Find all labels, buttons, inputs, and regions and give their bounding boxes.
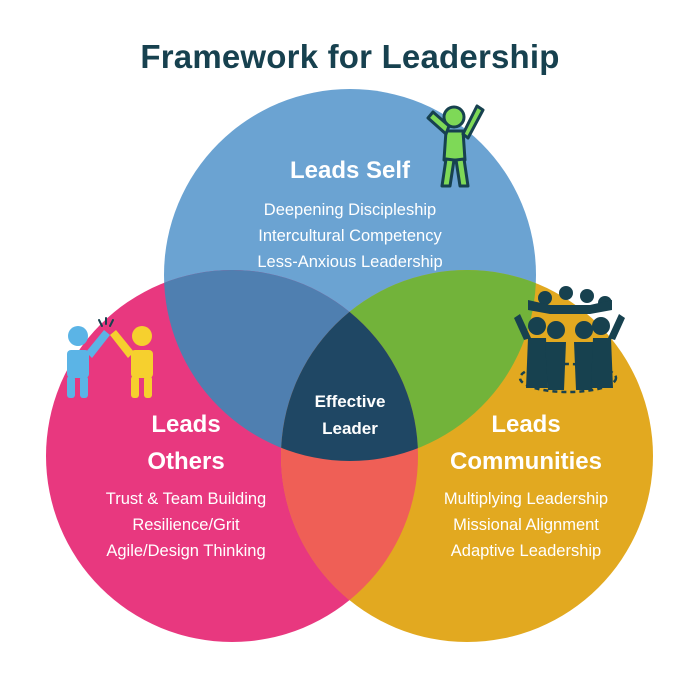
cheering-person-icon: [426, 104, 485, 188]
leads-self-heading: Leads Self: [289, 157, 411, 184]
leads-others-heading-line1: Leads: [151, 411, 221, 438]
list-item: Resilience/Grit: [132, 516, 240, 534]
center-overlap: [281, 270, 418, 461]
list-item: Deepening Discipleship: [263, 201, 437, 219]
leads-self-label: Leads Self Deepening Discipleship Interc…: [200, 152, 500, 275]
leads-communities-label: Leads Communities Multiplying Leadership…: [392, 406, 660, 564]
list-item: Multiplying Leadership: [443, 490, 609, 508]
page-title: Framework for Leadership: [140, 38, 560, 75]
community-group-icon: [514, 286, 625, 394]
effective-leader-label: Effective Leader: [290, 388, 410, 442]
list-item: Agile/Design Thinking: [106, 542, 266, 560]
list-item: Less-Anxious Leadership: [257, 253, 443, 271]
high-five-icon: [67, 317, 153, 398]
list-item: Intercultural Competency: [258, 227, 442, 245]
list-item: Adaptive Leadership: [450, 542, 602, 560]
leads-communities-heading-line1: Leads: [491, 411, 561, 438]
center-label-line2: Leader: [322, 419, 378, 438]
list-item: Trust & Team Building: [105, 490, 267, 508]
leads-communities-heading-line2: Communities: [449, 448, 602, 475]
leads-others-label: Leads Others Trust & Team Building Resil…: [56, 406, 316, 564]
center-label-line1: Effective: [314, 392, 386, 411]
list-item: Missional Alignment: [453, 516, 599, 534]
leads-others-heading-line2: Others: [147, 448, 225, 475]
